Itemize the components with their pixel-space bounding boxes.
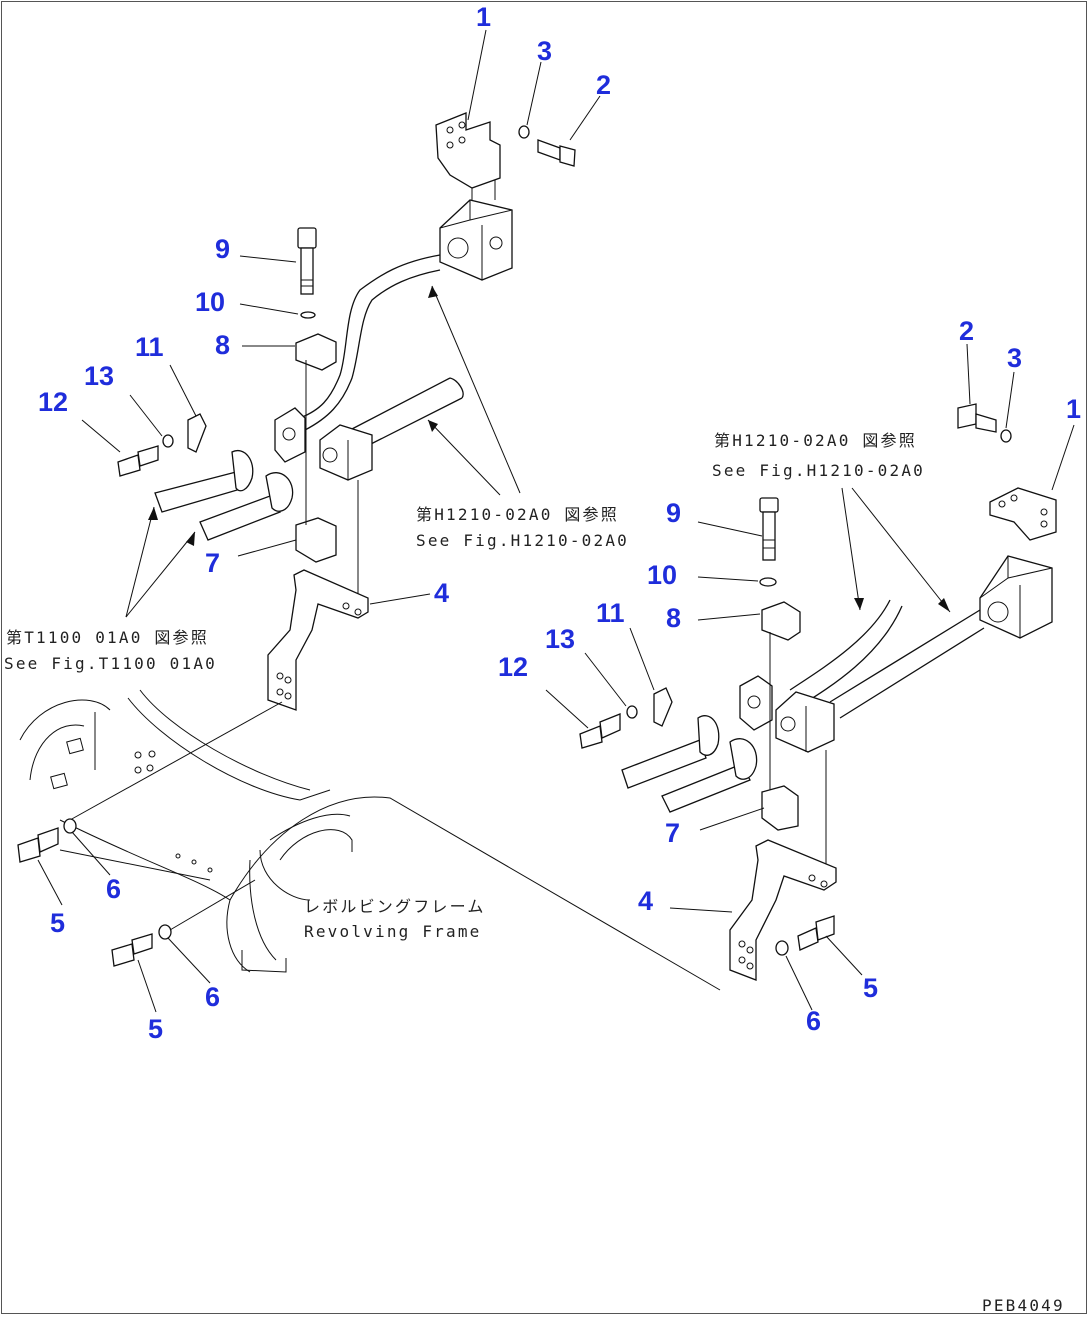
callout-4-right: 4	[638, 886, 653, 916]
reference-pipe-right-jp: 第H1210-02A0 図参照	[714, 431, 917, 450]
callout-3-right: 3	[1007, 343, 1022, 373]
callout-12-right: 12	[498, 652, 528, 682]
bracket-1-right	[989, 487, 1057, 541]
pipe-curve-left	[299, 254, 441, 419]
pipe-straight-right	[829, 609, 985, 719]
washer-13-left	[162, 434, 174, 448]
callout-8-left: 8	[215, 330, 230, 360]
bolt-12-right	[579, 713, 621, 749]
leader-arrows	[148, 286, 950, 612]
half-flange-11-left	[187, 413, 207, 453]
callout-10-left: 10	[195, 287, 225, 317]
support-bracket-4-right	[729, 839, 837, 981]
reference-pipe-left-jp: 第H1210-02A0 図参照	[416, 505, 619, 524]
bolt-2-right	[957, 403, 997, 433]
callout-1-right: 1	[1066, 394, 1081, 424]
callout-5-left-a: 5	[50, 908, 65, 938]
callout-5-right: 5	[863, 973, 878, 1003]
bolt-9-left	[297, 227, 317, 295]
revolving-frame	[19, 689, 721, 991]
callout-10-right: 10	[647, 560, 677, 590]
bolt-5-right	[797, 915, 835, 951]
washer-10-right	[759, 577, 777, 587]
callout-7-left: 7	[205, 548, 220, 578]
callout-13-right: 13	[545, 624, 575, 654]
callout-3-left: 3	[537, 36, 552, 66]
clamp-7-right	[761, 785, 799, 831]
bolt-12-left	[117, 445, 159, 477]
callout-9-right: 9	[666, 498, 681, 528]
pipe-block-right	[979, 555, 1053, 639]
reference-hose-left-jp: 第T1100 01A0 図参照	[6, 628, 209, 647]
hoses-right	[621, 715, 758, 813]
bolt-9-right	[759, 497, 779, 561]
clamp-8-right	[761, 601, 801, 641]
flange-right-a	[739, 675, 773, 731]
callout-13-left: 13	[84, 361, 114, 391]
callout-11-right: 11	[596, 598, 625, 628]
drawing-code: PEB4049	[982, 1296, 1065, 1315]
callout-4-left: 4	[434, 578, 449, 608]
frame-label-jp: レボルビングフレーム	[304, 897, 486, 916]
bolt-5-left-b	[111, 933, 153, 967]
reference-hose-left-en: See Fig.T1100 01A0	[4, 654, 217, 673]
callout-6-left-b: 6	[205, 982, 220, 1012]
callout-6-left-a: 6	[106, 874, 121, 904]
clamp-7-left	[295, 517, 337, 563]
callout-9-left: 9	[215, 234, 230, 264]
bolt-2-left	[537, 139, 576, 167]
flange-left-a	[274, 407, 306, 463]
callout-7-right: 7	[665, 818, 680, 848]
pipe-block-left	[439, 199, 513, 281]
callout-1-left: 1	[476, 2, 491, 32]
bolt-5-left-a	[17, 827, 59, 863]
callout-11-left: 11	[135, 332, 164, 362]
callout-8-right: 8	[666, 603, 681, 633]
reference-pipe-left-en: See Fig.H1210-02A0	[416, 531, 629, 550]
reference-pipe-right-en: See Fig.H1210-02A0	[712, 461, 925, 480]
washer-6-right	[775, 940, 789, 956]
callout-6-right: 6	[806, 1006, 821, 1036]
leader-lines	[37, 29, 1075, 1013]
callout-2-right: 2	[959, 316, 974, 346]
washer-6-left-b	[158, 924, 172, 940]
frame-label-en: Revolving Frame	[304, 922, 482, 941]
callout-5-left-b: 5	[148, 1014, 163, 1044]
hoses-left	[154, 450, 294, 541]
half-flange-11-right	[653, 687, 673, 727]
washer-13-right	[626, 705, 638, 719]
washer-3-left	[518, 125, 530, 139]
washer-6-left-a	[63, 818, 77, 834]
washer-10-left	[300, 311, 316, 319]
callout-12-left: 12	[38, 387, 68, 417]
pipe-straight-left	[349, 377, 463, 448]
callout-2-left: 2	[596, 70, 611, 100]
flange-right-b	[775, 691, 835, 753]
flange-left-b	[319, 424, 373, 481]
bracket-1-left	[435, 112, 501, 205]
washer-3-right	[1000, 429, 1012, 443]
support-bracket-4-left	[267, 569, 369, 711]
